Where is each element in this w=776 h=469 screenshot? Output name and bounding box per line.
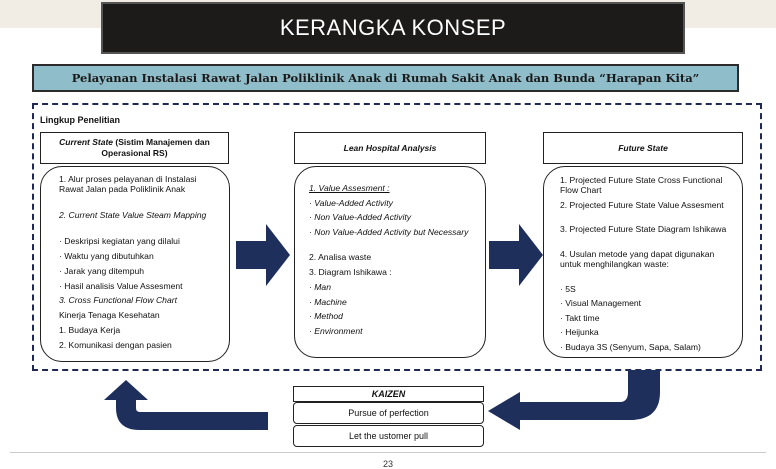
lean-header: Lean Hospital Analysis [294, 132, 486, 164]
future-item-4: 4. Usulan metode yang dapat digunakan un… [560, 249, 715, 270]
scope-label: Lingkup Penelitian [40, 115, 121, 125]
feedback-arrow-up-icon [104, 380, 268, 430]
current-item-10: 2. Komunikasi dengan pasien [59, 340, 172, 350]
current-item-1: 1. Alur proses pelayanan di Instalasi Ra… [59, 174, 197, 195]
lean-item-5: 2. Analisa waste [309, 252, 372, 262]
current-item-4: · Waktu yang dibutuhkan [59, 251, 154, 261]
scope-frame [32, 103, 762, 371]
kaizen-header: KAIZEN [293, 386, 484, 402]
footer-divider [10, 452, 766, 453]
future-item-1: 1. Projected Future State Cross Function… [560, 175, 723, 196]
current-state-header-italic: Current State [59, 137, 113, 148]
lean-item-3: · Non Value-Added Activity [309, 212, 412, 222]
current-item-5: · Jarak yang ditempuh [59, 266, 145, 276]
subtitle-banner: Pelayanan Instalasi Rawat Jalan Poliklin… [32, 64, 739, 92]
lean-item-7: · Man [309, 282, 331, 292]
current-state-header: Current State (Sistim Manajemen dan Oper… [40, 132, 229, 164]
future-header: Future State [543, 132, 743, 164]
current-state-header-rest: (Sistim Manajemen dan Operasional RS) [101, 137, 210, 158]
future-item-2: 2. Projected Future State Value Assesmen… [560, 200, 724, 210]
future-item-3: 3. Projected Future State Diagram Ishika… [560, 224, 727, 234]
future-item-8: · Heijunka [560, 327, 599, 337]
current-item-2: 2. Current State Value Steam Mapping [59, 210, 207, 220]
current-item-9: 1. Budaya Kerja [59, 325, 121, 335]
feedback-arrow-left-icon [488, 370, 660, 430]
current-item-7: 3. Cross Functional Flow Chart [59, 295, 177, 305]
lean-item-2: · Value-Added Activity [309, 198, 393, 208]
lean-item-4: · Non Value-Added Activity but Necessary [309, 227, 469, 237]
lean-header-text: Lean Hospital Analysis [343, 142, 437, 153]
current-state-panel: 1. Alur proses pelayanan di Instalasi Ra… [40, 166, 230, 362]
arrow-right-icon-1 [236, 224, 290, 286]
current-item-3: · Deskripsi kegiatan yang dilalui [59, 236, 180, 246]
current-item-6: · Hasil analisis Value Assesment [59, 281, 183, 291]
lean-item-10: · Environment [309, 326, 363, 336]
lean-item-8: · Machine [309, 297, 347, 307]
lean-item-6: 3. Diagram Ishikawa : [309, 267, 392, 277]
kaizen-item-2: Let the ustomer pull [293, 425, 484, 447]
lean-item-9: · Method [309, 311, 343, 321]
future-item-6: · Visual Management [560, 298, 642, 308]
future-panel: 1. Projected Future State Cross Function… [543, 166, 743, 358]
kaizen-item-1: Pursue of perfection [293, 402, 484, 424]
lean-item-1: 1. Value Assesment : [309, 183, 390, 193]
lean-panel: 1. Value Assesment : · Value-Added Activ… [294, 166, 486, 358]
future-item-7: · Takt time [560, 313, 600, 323]
future-header-text: Future State [618, 142, 668, 153]
future-item-9: · Budaya 3S (Senyum, Sapa, Salam) [560, 342, 701, 352]
page-title: KERANGKA KONSEP [101, 2, 685, 54]
page-number: 23 [383, 459, 394, 469]
arrow-right-icon-2 [489, 224, 543, 286]
current-item-8: Kinerja Tenaga Kesehatan [59, 310, 160, 320]
future-item-5: · 5S [560, 284, 576, 294]
